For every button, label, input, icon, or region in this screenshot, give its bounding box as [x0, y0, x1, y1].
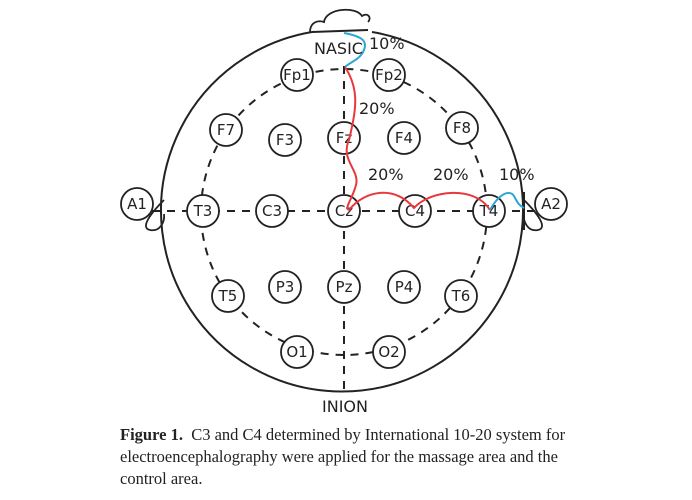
- electrode-label: T4: [479, 202, 499, 220]
- electrode-a2: A2: [534, 187, 568, 221]
- electrode-f3: F3: [268, 123, 302, 157]
- electrode-circle: [387, 270, 421, 304]
- electrode-t5: T5: [211, 279, 245, 313]
- electrode-label: F4: [395, 129, 413, 147]
- electrode-o2: O2: [372, 335, 406, 369]
- electrode-circle: [372, 58, 406, 92]
- electrode-t4: T4: [472, 194, 506, 228]
- blue-measure-nasion: [343, 32, 366, 68]
- electrode-fz: Fz: [327, 121, 361, 155]
- electrode-f8: F8: [445, 111, 479, 145]
- electrode-circle: [472, 194, 506, 228]
- blue-measure-t4: [489, 192, 525, 211]
- electrode-label: Fp1: [283, 66, 311, 84]
- electrode-circle: [120, 187, 154, 221]
- electrode-p3: P3: [268, 270, 302, 304]
- inion-label: INION: [322, 397, 368, 416]
- electrode-circle: [186, 194, 220, 228]
- electrode-f7: F7: [209, 113, 243, 147]
- electrode-circle: [280, 335, 314, 369]
- electrode-circle: [372, 335, 406, 369]
- electrode-label: Fp2: [375, 66, 403, 84]
- electrode-fp1: Fp1: [280, 58, 314, 92]
- electrode-circle: [445, 111, 479, 145]
- pct-label-fz-cz: 20%: [368, 165, 404, 184]
- electrode-label: P3: [276, 278, 295, 296]
- electrode-label: C3: [262, 202, 282, 220]
- electrode-circle: [327, 270, 361, 304]
- electrode-label: T6: [451, 287, 471, 305]
- electrode-c4: C4: [398, 194, 432, 228]
- electrode-c3: C3: [255, 194, 289, 228]
- electrode-t3: T3: [186, 194, 220, 228]
- pct-label-fpz-fz: 20%: [359, 99, 395, 118]
- pct-label-nasion: 10%: [369, 34, 405, 53]
- electrode-label: O1: [286, 343, 307, 361]
- electrode-circle: [280, 58, 314, 92]
- electrode-circle: [209, 113, 243, 147]
- electrode-label: T5: [218, 287, 238, 305]
- electrode-circle: [268, 123, 302, 157]
- electrode-label: P4: [395, 278, 414, 296]
- electrode-circle: [327, 194, 361, 228]
- electrode-o1: O1: [280, 335, 314, 369]
- figure-caption: Figure 1. C3 and C4 determined by Intern…: [120, 424, 580, 490]
- figure-label: Figure 1.: [120, 425, 183, 444]
- electrode-label: Cz: [335, 202, 353, 220]
- electrode-p4: P4: [387, 270, 421, 304]
- red-measure-cz-t4: [348, 191, 491, 211]
- electrode-circle: [398, 194, 432, 228]
- electrode-pz: Pz: [327, 270, 361, 304]
- electrode-label: F7: [217, 121, 235, 139]
- pct-label-c4-t4: 10%: [499, 165, 535, 184]
- pct-label-cz-c4: 20%: [433, 165, 469, 184]
- electrode-circle: [211, 279, 245, 313]
- electrode-f4: F4: [387, 121, 421, 155]
- electrode-a1: A1: [120, 187, 154, 221]
- head-outline-top: [311, 29, 369, 33]
- electrode-label: A1: [127, 195, 147, 213]
- electrode-circle: [255, 194, 289, 228]
- electrode-circle: [534, 187, 568, 221]
- electrode-label: F3: [276, 131, 294, 149]
- electrode-label: Pz: [336, 278, 353, 296]
- electrode-t6: T6: [444, 279, 478, 313]
- head-outline: [160, 31, 524, 393]
- electrode-label: A2: [541, 195, 561, 213]
- electrode-label: C4: [405, 202, 425, 220]
- electrode-label: T3: [193, 202, 213, 220]
- electrode-label: O2: [378, 343, 399, 361]
- electrode-label: F8: [453, 119, 471, 137]
- electrode-circle: [444, 279, 478, 313]
- electrode-cz: Cz: [327, 194, 361, 228]
- caption-text: C3 and C4 determined by International 10…: [120, 425, 566, 488]
- nose: [309, 8, 371, 33]
- electrode-fp2: Fp2: [372, 58, 406, 92]
- electrode-circle: [268, 270, 302, 304]
- red-measure-fpz-cz: [344, 66, 358, 211]
- nasion-label: NASIC: [314, 39, 363, 58]
- electrode-circle: [387, 121, 421, 155]
